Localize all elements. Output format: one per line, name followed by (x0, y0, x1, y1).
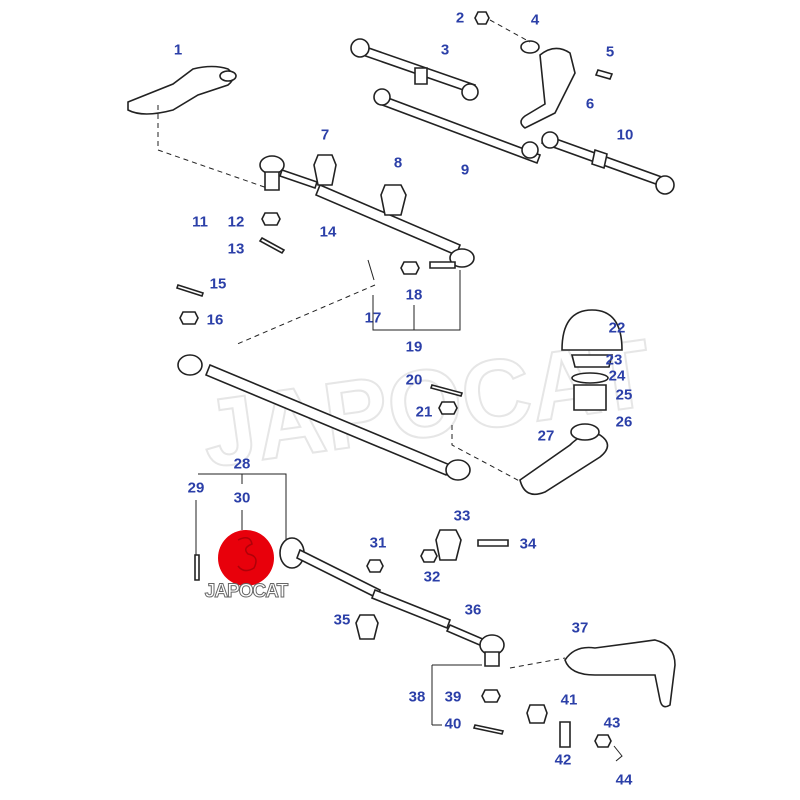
leader-28 (198, 473, 287, 544)
logo-emblem-icon (237, 537, 257, 572)
callout-36: 36 (464, 601, 482, 619)
dust-boot-22 (561, 309, 623, 351)
callout-41: 41 (560, 691, 578, 709)
bushing-25 (573, 384, 607, 411)
callout-9: 9 (460, 161, 470, 179)
leader-38 (431, 664, 482, 726)
callout-3: 3 (440, 41, 450, 59)
callout-23: 23 (605, 351, 623, 369)
callout-22: 22 (608, 319, 626, 337)
japocat-logo-circle (218, 530, 274, 586)
callout-38: 38 (408, 688, 426, 706)
nut-21 (438, 401, 458, 415)
callout-27: 27 (537, 427, 555, 445)
callout-32: 32 (423, 568, 441, 586)
nut-12 (261, 212, 281, 226)
callout-39: 39 (444, 688, 462, 706)
clamp-7 (313, 154, 337, 186)
nut-43 (594, 734, 612, 748)
callout-40: 40 (444, 715, 462, 733)
nut-16 (179, 311, 199, 325)
callout-15: 15 (209, 275, 227, 293)
idler-arm-27 (519, 423, 609, 496)
nut-23 (570, 354, 614, 368)
nut-18 (400, 261, 420, 275)
callout-25: 25 (615, 386, 633, 404)
callout-16: 16 (206, 311, 224, 329)
bolt-20 (429, 384, 464, 397)
center-link-9 (373, 88, 542, 165)
tie-rod-end-19 (429, 248, 475, 269)
callout-35: 35 (333, 611, 351, 629)
guide-line (157, 105, 274, 191)
tie-rod-assembly-10 (540, 131, 675, 195)
callout-4: 4 (530, 11, 540, 29)
clamp-8 (380, 184, 407, 216)
callout-5: 5 (605, 43, 615, 61)
callout-29: 29 (187, 479, 205, 497)
callout-10: 10 (616, 126, 634, 144)
callout-6: 6 (585, 95, 595, 113)
guide-line (509, 657, 566, 669)
clamp-33 (435, 529, 462, 561)
bolt-42 (559, 721, 571, 748)
clamp-35 (355, 614, 379, 640)
bolt-34 (477, 539, 509, 547)
tie-rod-end-11 (259, 155, 319, 191)
bolt-5 (594, 69, 614, 80)
nut-39 (481, 689, 501, 703)
center-link-assembly (177, 354, 471, 481)
callout-34: 34 (519, 535, 537, 553)
cotter-pin-40 (472, 724, 505, 735)
callout-20: 20 (405, 371, 423, 389)
nut-32 (420, 549, 438, 563)
callout-43: 43 (603, 714, 621, 732)
callout-17: 17 (364, 309, 382, 327)
callout-37: 37 (571, 619, 589, 637)
callout-14: 14 (319, 223, 337, 241)
idler-arm-6 (520, 40, 576, 129)
cotter-pin-13 (258, 236, 286, 255)
callout-21: 21 (415, 403, 433, 421)
callout-12: 12 (227, 213, 245, 231)
leader-19 (372, 270, 461, 331)
callout-24: 24 (608, 367, 626, 385)
cotter-pin-29 (194, 554, 200, 581)
callout-11: 11 (192, 213, 208, 231)
callout-44: 44 (615, 771, 633, 789)
adjusting-sleeve-36 (370, 588, 452, 630)
steering-knuckle-arm-37 (564, 639, 676, 708)
callout-13: 13 (227, 240, 245, 258)
tie-rod-end-38 (445, 623, 505, 667)
callout-18: 18 (405, 286, 423, 304)
cotter-pin-44 (613, 745, 623, 762)
callout-31: 31 (369, 534, 387, 552)
nut-31 (366, 559, 384, 573)
tie-rod-assembly-3 (350, 38, 479, 101)
callout-42: 42 (554, 751, 572, 769)
callout-33: 33 (453, 507, 471, 525)
callout-1: 1 (173, 41, 183, 59)
logo-text: JAPOCAT (204, 581, 288, 603)
callout-28: 28 (233, 455, 251, 473)
pitman-arm-1 (127, 65, 237, 115)
washer-24 (571, 372, 609, 384)
callout-19: 19 (405, 338, 423, 356)
tie-rod-end-30 (279, 537, 382, 600)
guide-line (489, 19, 531, 43)
guide-line (234, 284, 376, 346)
callout-8: 8 (393, 154, 403, 172)
guide-line (451, 425, 528, 486)
callout-30: 30 (233, 489, 251, 507)
callout-7: 7 (320, 126, 330, 144)
callout-26: 26 (615, 413, 633, 431)
callout-2: 2 (455, 9, 465, 27)
bushing-41 (526, 704, 548, 724)
cotter-pin-15 (175, 283, 205, 298)
cotter-pin-17 (367, 259, 375, 281)
nut-2 (474, 11, 490, 25)
